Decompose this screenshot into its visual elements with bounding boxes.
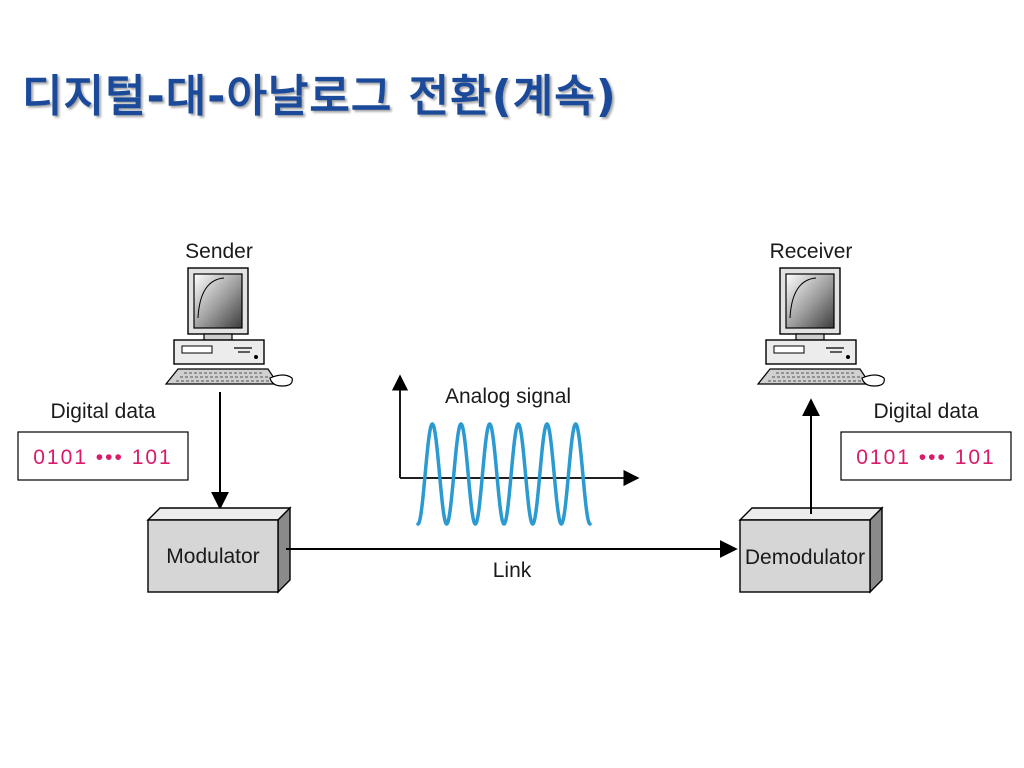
modulator-box [146,506,292,594]
link-label: Link [493,559,532,582]
receiver-bits-box [840,431,1012,481]
receiver-digital-data-label: Digital data [873,400,978,423]
receiver-label: Receiver [770,240,853,263]
receiver-bits: 0101 ••• 101 [856,446,995,469]
sender-bits: 0101 ••• 101 [33,446,172,469]
analog-signal-label: Analog signal [445,385,571,408]
sender-label: Sender [185,240,253,263]
receiver-computer-icon [757,267,885,387]
modulator-label: Modulator [166,545,259,568]
sender-digital-data-label: Digital data [50,400,155,423]
slide-title: 디지털-대-아날로그 전환(계속) [22,71,617,122]
sender-bits-box [17,431,189,481]
demodulator-box [738,506,884,594]
analog-signal-wave [416,422,592,526]
sender-computer-icon [165,267,293,387]
demodulator-label: Demodulator [745,546,865,569]
